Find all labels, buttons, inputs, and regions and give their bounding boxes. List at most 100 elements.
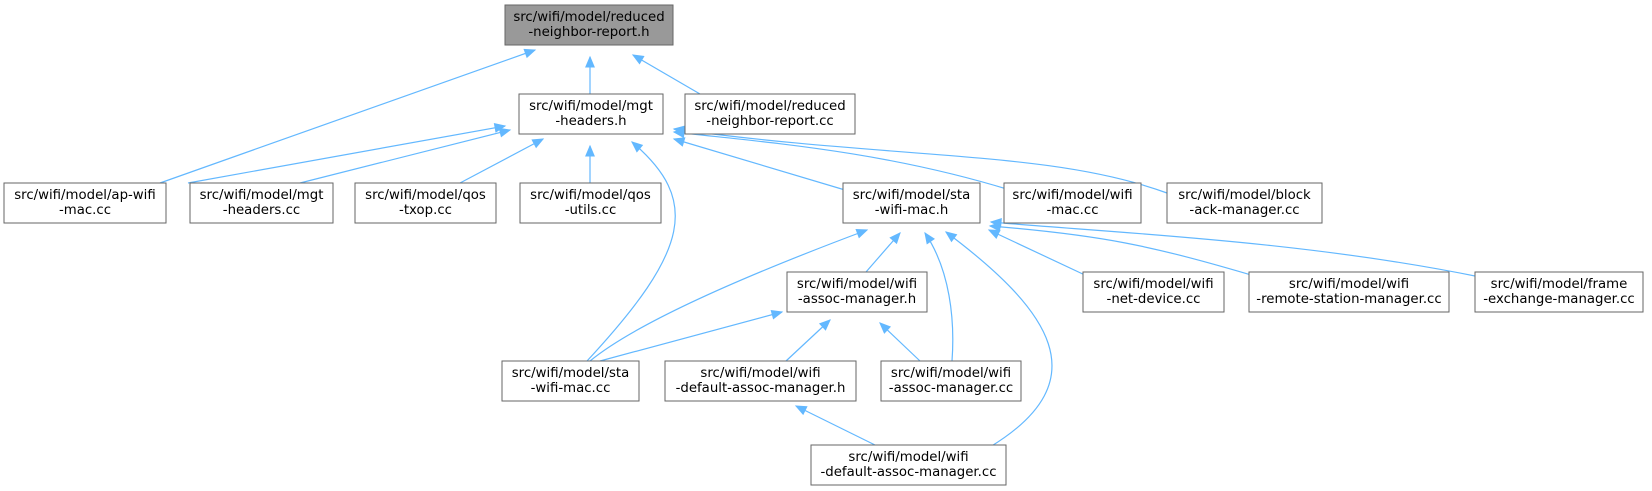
graph-node-n0[interactable]: src/wifi/model/reduced-neighbor-report.h (504, 4, 674, 46)
dependency-edge-n3-to-n1 (187, 125, 506, 184)
graph-node-n6[interactable]: src/wifi/model/qos-utils.cc (519, 182, 662, 224)
file-box[interactable] (1474, 271, 1644, 313)
file-label-name: -wifi-mac.cc (531, 381, 611, 396)
file-box[interactable] (1166, 182, 1323, 224)
dependency-edge-n2-to-n0 (632, 54, 701, 95)
file-label-path: src/wifi/model/mgt (200, 188, 324, 203)
graph-node-n2[interactable]: src/wifi/model/reduced-neighbor-report.c… (684, 93, 856, 135)
file-label-name: -headers.h (555, 114, 626, 129)
arrowhead-icon (585, 144, 595, 157)
file-label-path: src/wifi/model/wifi (1093, 277, 1213, 292)
file-box[interactable] (1248, 271, 1450, 313)
graph-node-n11[interactable]: src/wifi/model/wifi-net-device.cc (1082, 271, 1225, 313)
arrowhead-icon (672, 137, 686, 147)
graph-node-n4[interactable]: src/wifi/model/mgt-headers.cc (189, 182, 334, 224)
file-label-path: src/wifi/model/sta (853, 188, 971, 203)
file-box[interactable] (664, 360, 857, 402)
file-label-path: src/wifi/model/sta (512, 366, 630, 381)
file-label-path: src/wifi/model/ap-wifi (14, 188, 156, 203)
file-label-name: -default-assoc-manager.cc (820, 465, 996, 480)
file-label-name: -mac.cc (59, 203, 111, 218)
file-box[interactable] (501, 360, 640, 402)
file-box[interactable] (810, 444, 1007, 486)
arrowhead-icon (889, 232, 901, 245)
file-label-name: -headers.cc (223, 203, 300, 218)
arrowhead-icon (879, 322, 892, 334)
file-label-name: -net-device.cc (1107, 292, 1201, 307)
arrowhead-icon (770, 309, 784, 320)
arrowhead-icon (924, 231, 935, 245)
graph-node-n13[interactable]: src/wifi/model/frame-exchange-manager.cc (1474, 271, 1644, 313)
graph-node-n8[interactable]: src/wifi/model/wifi-mac.cc (1003, 182, 1142, 224)
arrowhead-icon (989, 218, 1002, 228)
arrowhead-icon (523, 48, 537, 59)
dependency-edge-n17-to-n15 (795, 405, 876, 446)
graph-node-n12[interactable]: src/wifi/model/wifi-remote-station-manag… (1248, 271, 1450, 313)
file-label-path: src/wifi/model/wifi (700, 366, 820, 381)
file-label-path: src/wifi/model/qos (365, 188, 486, 203)
file-box[interactable] (684, 93, 856, 135)
file-label-name: -utils.cc (565, 203, 617, 218)
arrowhead-icon (585, 55, 595, 68)
file-label-name: -remote-station-manager.cc (1256, 292, 1441, 307)
dependency-edge-n9-to-n1 (673, 128, 1168, 194)
graph-node-n17[interactable]: src/wifi/model/wifi-default-assoc-manage… (810, 444, 1007, 486)
graph-node-n9[interactable]: src/wifi/model/block-ack-manager.cc (1166, 182, 1323, 224)
file-label-name: -assoc-manager.h (798, 292, 916, 307)
graph-node-n14[interactable]: src/wifi/model/sta-wifi-mac.cc (501, 360, 640, 402)
file-box[interactable] (786, 271, 928, 313)
arrowhead-icon (631, 54, 645, 65)
dependency-edge-n7-to-n1 (673, 138, 846, 191)
root-file-box[interactable] (504, 4, 674, 46)
graph-edges (159, 48, 1481, 448)
file-label-path: src/wifi/model/block (1178, 188, 1311, 203)
file-label-path: src/wifi/model/frame (1491, 277, 1628, 292)
graph-node-n7[interactable]: src/wifi/model/sta-wifi-mac.h (842, 182, 981, 224)
file-box[interactable] (880, 360, 1022, 402)
graph-node-n5[interactable]: src/wifi/model/qos-txop.cc (354, 182, 497, 224)
file-label-name: -exchange-manager.cc (1483, 292, 1635, 307)
file-label-path: src/wifi/model/wifi (848, 450, 968, 465)
dependency-edge-n4-to-n1 (299, 129, 511, 184)
arrowhead-icon (794, 405, 808, 416)
arrowhead-icon (631, 141, 644, 153)
dependency-edge-n14-to-n10 (599, 311, 783, 362)
graph-node-n3[interactable]: src/wifi/model/ap-wifi-mac.cc (3, 182, 167, 224)
file-label-name: -neighbor-report.cc (706, 114, 833, 129)
file-label-path: src/wifi/model/reduced (694, 99, 845, 114)
arrowhead-icon (672, 125, 686, 136)
arrowhead-icon (987, 229, 1001, 239)
file-label-name: -ack-manager.cc (1189, 203, 1299, 218)
file-box[interactable] (189, 182, 334, 224)
file-box[interactable] (842, 182, 981, 224)
file-box[interactable] (1003, 182, 1142, 224)
file-label-path: src/wifi/model/wifi (891, 366, 1011, 381)
file-label-name: -mac.cc (1046, 203, 1098, 218)
dependency-edge-n12-to-n7 (989, 225, 1259, 278)
arrowhead-icon (818, 319, 831, 331)
file-label-name: -txop.cc (399, 203, 452, 218)
file-label-name: -neighbor-report.h (528, 25, 649, 40)
file-label-name: -assoc-manager.cc (889, 381, 1013, 396)
graph-node-n16[interactable]: src/wifi/model/wifi-assoc-manager.cc (880, 360, 1022, 402)
file-box[interactable] (3, 182, 167, 224)
file-label-path: src/wifi/model/reduced (513, 10, 664, 25)
dependency-edge-n14-to-n7 (589, 229, 868, 362)
dependency-edge-n13-to-n7 (990, 221, 1481, 278)
dependency-edge-n16-to-n7 (924, 232, 954, 362)
arrowhead-icon (531, 138, 545, 149)
graph-node-n10[interactable]: src/wifi/model/wifi-assoc-manager.h (786, 271, 928, 313)
file-label-path: src/wifi/model/mgt (529, 99, 653, 114)
dependency-edge-n8-to-n1 (673, 131, 1011, 191)
dependency-edge-n17-to-n7 (945, 231, 1053, 448)
graph-node-n1[interactable]: src/wifi/model/mgt-headers.h (518, 93, 664, 135)
arrowhead-icon (944, 231, 958, 243)
file-label-path: src/wifi/model/wifi (1289, 277, 1409, 292)
dependency-edge-n5-to-n1 (459, 138, 544, 184)
file-box[interactable] (518, 93, 664, 135)
file-label-name: -wifi-mac.h (875, 203, 949, 218)
file-box[interactable] (354, 182, 497, 224)
graph-node-n15[interactable]: src/wifi/model/wifi-default-assoc-manage… (664, 360, 857, 402)
file-box[interactable] (519, 182, 662, 224)
file-box[interactable] (1082, 271, 1225, 313)
